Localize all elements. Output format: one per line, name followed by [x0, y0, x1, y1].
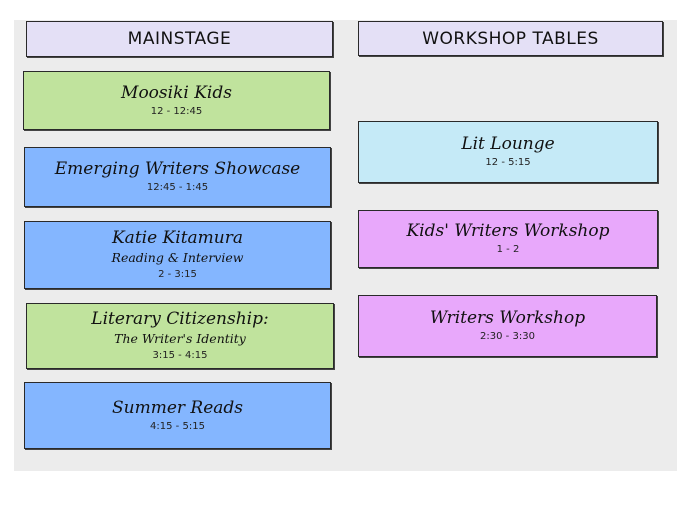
- event-title: Kids' Writers Workshop: [406, 221, 610, 241]
- event-time: 4:15 - 5:15: [150, 420, 205, 432]
- event-title: Moosiki Kids: [121, 82, 232, 103]
- event-subtitle: Reading & Interview: [111, 250, 244, 265]
- event-title: Writers Workshop: [429, 308, 586, 328]
- event-title: Summer Reads: [111, 397, 244, 418]
- event-time: 12 - 12:45: [150, 105, 203, 117]
- event-title: Literary Citizenship:: [91, 309, 269, 329]
- event-time: 3:15 - 4:15: [152, 350, 208, 361]
- event-time: 1 - 2: [496, 244, 520, 255]
- event-lit-lounge: Lit Lounge 12 - 5:15: [358, 121, 658, 183]
- event-summer-reads: Summer Reads 4:15 - 5:15: [24, 382, 331, 449]
- column-label: MAINSTAGE: [127, 29, 232, 49]
- event-title: Emerging Writers Showcase: [54, 159, 301, 179]
- event-katie-kitamura: Katie Kitamura Reading & Interview 2 - 3…: [24, 221, 331, 289]
- event-moosiki-kids: Moosiki Kids 12 - 12:45: [23, 71, 330, 130]
- column-label: WORKSHOP TABLES: [422, 28, 599, 49]
- mainstage-header: MAINSTAGE: [26, 21, 333, 57]
- event-kids-writers-workshop: Kids' Writers Workshop 1 - 2: [358, 210, 658, 268]
- event-time: 12 - 5:15: [485, 157, 531, 168]
- event-title: Lit Lounge: [461, 134, 555, 154]
- event-time: 12:45 - 1:45: [146, 182, 209, 193]
- event-time: 2 - 3:15: [158, 269, 197, 280]
- event-literary-citizenship: Literary Citizenship: The Writer's Ident…: [26, 303, 334, 369]
- event-time: 2:30 - 3:30: [480, 331, 535, 342]
- event-subtitle: The Writer's Identity: [114, 331, 246, 346]
- event-emerging-writers: Emerging Writers Showcase 12:45 - 1:45: [24, 147, 331, 207]
- workshop-tables-header: WORKSHOP TABLES: [358, 21, 663, 56]
- event-title: Katie Kitamura: [111, 228, 243, 248]
- event-writers-workshop: Writers Workshop 2:30 - 3:30: [358, 295, 657, 357]
